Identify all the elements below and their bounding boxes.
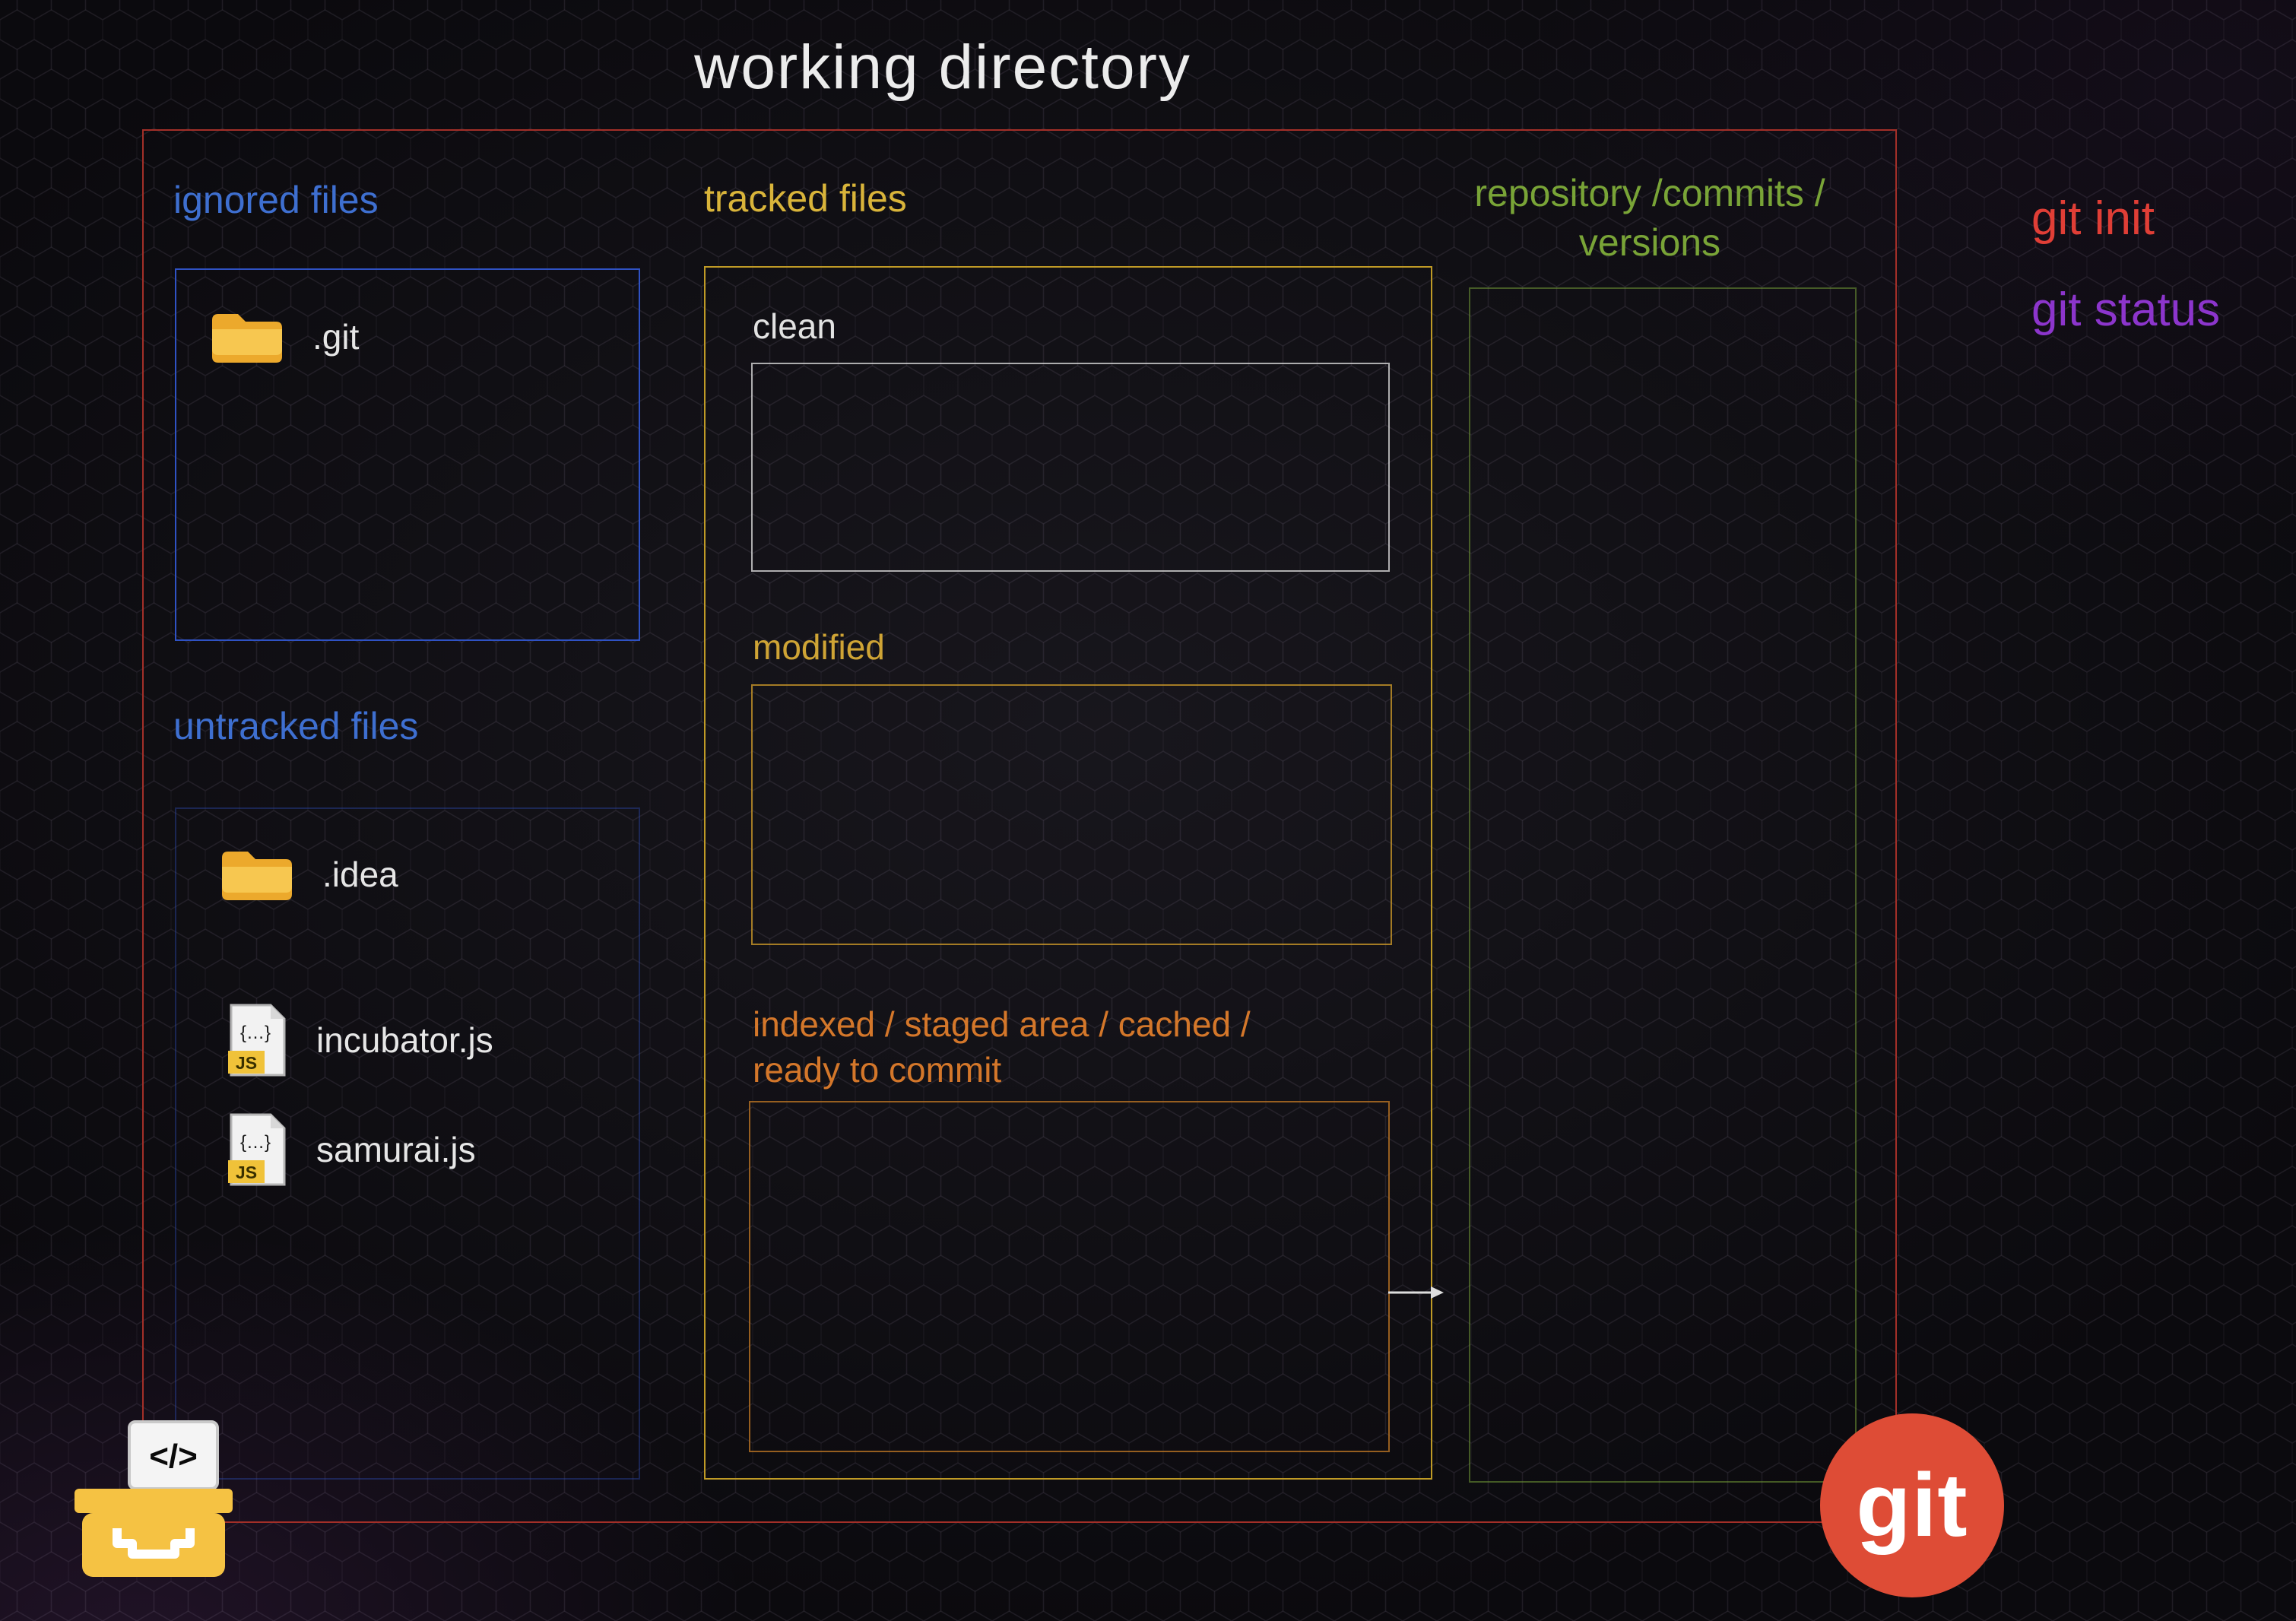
git-logo-text: git [1856, 1455, 1968, 1556]
list-item-incubator-js: {…} JS incubator.js [227, 1002, 493, 1078]
staged-area-box [749, 1101, 1390, 1452]
git-status-command: git status [2031, 284, 2221, 336]
git-init-command: git init [2031, 192, 2155, 245]
ignored-files-label: ignored files [173, 179, 379, 221]
page-title: working directory [694, 33, 1191, 102]
untracked-files-label: untracked files [173, 705, 419, 747]
clean-label: clean [753, 306, 836, 346]
staged-area-label: indexed / staged area / cached / ready t… [753, 1004, 1251, 1090]
js-file-icon: {…} JS [227, 1112, 289, 1188]
tracked-files-box [704, 266, 1432, 1480]
clean-box [751, 363, 1390, 572]
stage-to-repo-arrow-icon [1388, 1286, 1444, 1299]
folder-icon [219, 845, 295, 903]
modified-box [751, 684, 1392, 945]
svg-text:{…}: {…} [240, 1132, 271, 1153]
list-item-idea-folder: .idea [219, 845, 398, 903]
file-name: incubator.js [316, 1020, 493, 1060]
folder-icon [209, 308, 285, 366]
repository-label: repository /commits / versions [1474, 172, 1825, 264]
svg-text:JS: JS [236, 1163, 257, 1182]
list-item-samurai-js: {…} JS samurai.js [227, 1112, 476, 1188]
modified-label: modified [753, 627, 885, 667]
ignored-files-box [175, 268, 640, 641]
list-item-git-folder: .git [209, 308, 359, 366]
untracked-files-box [175, 807, 640, 1480]
project-archive-icon: </> [75, 1420, 233, 1577]
js-file-icon: {…} JS [227, 1002, 289, 1078]
file-name: .git [312, 317, 360, 357]
git-logo: git [1820, 1413, 2004, 1597]
svg-text:{…}: {…} [240, 1023, 271, 1043]
svg-text:JS: JS [236, 1053, 257, 1073]
tracked-files-label: tracked files [704, 177, 907, 220]
repository-box [1469, 287, 1857, 1483]
file-name: samurai.js [316, 1130, 476, 1169]
svg-text:</>: </> [149, 1438, 198, 1475]
working-directory-box [142, 129, 1897, 1523]
file-name: .idea [322, 855, 398, 894]
